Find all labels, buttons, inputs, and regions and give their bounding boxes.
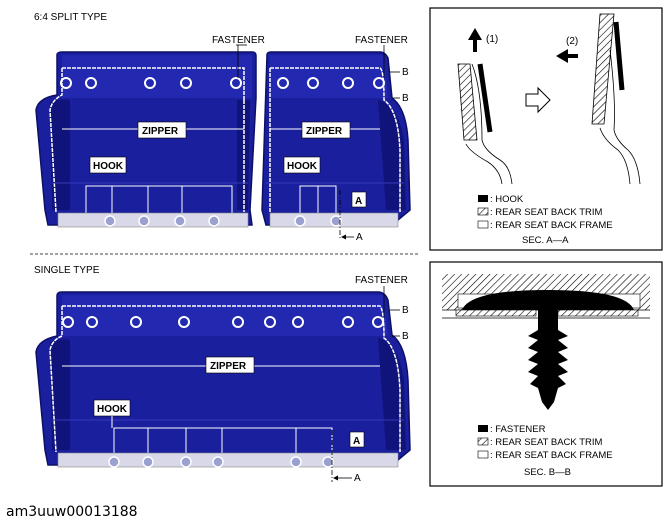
label-zipper-single: ZIPPER <box>210 361 247 372</box>
label-b-split-upper: B <box>402 67 409 78</box>
legend-swatch-frame <box>477 220 489 229</box>
figure-code: am3uuw00013188 <box>6 504 138 520</box>
label-b-single-upper: B <box>402 305 409 316</box>
sec-b-title: SEC. B—B <box>524 467 571 478</box>
single-seat <box>35 291 411 468</box>
legend-swatch-trim-b <box>477 437 489 446</box>
label-a-single-box: A <box>353 436 360 447</box>
label-fastener-split-right: FASTENER <box>355 35 408 46</box>
label-hook-split-left: HOOK <box>93 161 124 172</box>
legend-swatch-frame-b <box>477 450 489 459</box>
sec-b-legend-frame: : REAR SEAT BACK FRAME <box>490 450 613 461</box>
label-step-2: (2) <box>566 36 578 47</box>
sec-a-legend-trim: : REAR SEAT BACK TRIM <box>490 207 603 218</box>
single-type-title: SINGLE TYPE <box>34 265 100 276</box>
split-seat-left <box>35 51 257 228</box>
label-b-split-lower: B <box>402 93 409 104</box>
sec-b-legend-trim: : REAR SEAT BACK TRIM <box>490 437 603 448</box>
label-a-split-arrow: A <box>356 232 363 243</box>
legend-swatch-fastener <box>478 425 488 432</box>
label-fastener-split-left: FASTENER <box>212 35 265 46</box>
split-seat-right <box>261 51 411 228</box>
label-zipper-split-left: ZIPPER <box>142 126 179 137</box>
label-a-split-box: A <box>355 196 362 207</box>
label-fastener-single: FASTENER <box>355 275 408 286</box>
sec-a-legend-hook: : HOOK <box>490 194 524 205</box>
split-type-title: 6:4 SPLIT TYPE <box>34 12 107 23</box>
label-zipper-split-right: ZIPPER <box>306 126 343 137</box>
label-b-single-lower: B <box>402 331 409 342</box>
legend-swatch-trim <box>477 207 489 216</box>
sec-a-legend-frame: : REAR SEAT BACK FRAME <box>490 220 613 231</box>
section-a-panel: (1) (2) : HOOK : REAR SEAT BACK TRIM : R… <box>429 7 663 251</box>
label-hook-single: HOOK <box>97 404 128 415</box>
sec-a-title: SEC. A—A <box>522 235 569 246</box>
section-b-panel: : FASTENER : REAR SEAT BACK TRIM : REAR … <box>429 261 663 487</box>
label-step-1: (1) <box>486 34 498 45</box>
label-a-single-arrow: A <box>354 473 361 484</box>
sec-b-legend-fastener: : FASTENER <box>490 424 546 435</box>
legend-swatch-hook <box>478 195 488 202</box>
label-hook-split-right: HOOK <box>287 161 318 172</box>
